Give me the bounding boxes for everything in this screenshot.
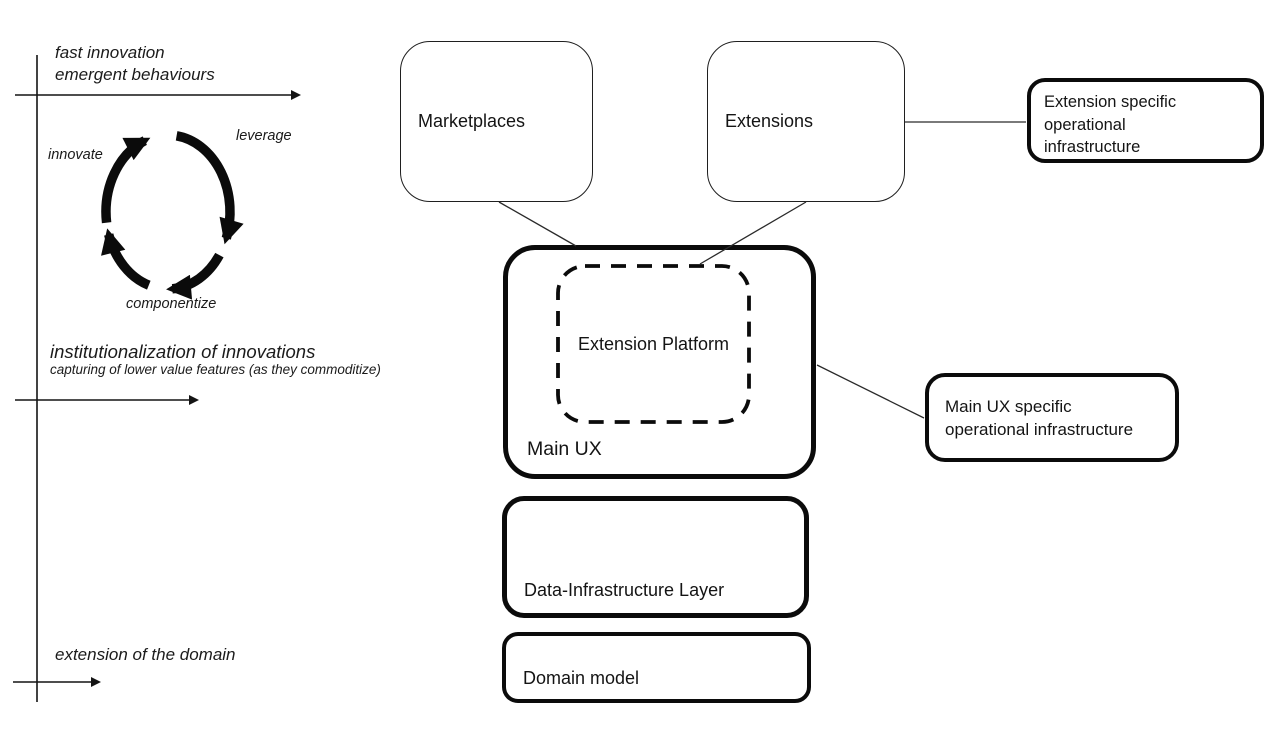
- marketplaces-box: Marketplaces: [400, 41, 593, 202]
- main-ux-label: Main UX: [527, 438, 602, 460]
- domain-model-box: Domain model: [502, 632, 811, 703]
- data-infrastructure-label: Data-Infrastructure Layer: [524, 580, 725, 600]
- institutionalization-title: institutionalization of innovations: [50, 341, 316, 362]
- axis-label-extension-of-domain: extension of the domain: [55, 645, 236, 664]
- domain-model-label: Domain model: [523, 668, 640, 688]
- extensions-box: Extensions: [707, 41, 905, 202]
- cycle-label-componentize: componentize: [126, 296, 217, 312]
- cycle-label-leverage: leverage: [236, 128, 292, 144]
- marketplaces-label: Marketplaces: [418, 111, 526, 131]
- connector-marketplaces-mainux: [498, 201, 577, 247]
- main-ux-ops-box: Main UX specific operational infrastruct…: [925, 373, 1179, 462]
- cycle-arc-bottom-right: [166, 252, 224, 300]
- main-ux-box: Main UX: [503, 245, 816, 479]
- cycle-arc-top-right: [175, 131, 244, 245]
- axis-label-fast-innovation: fast innovation emergent behaviours: [55, 43, 215, 84]
- extension-platform-box: Extension Platform: [556, 264, 751, 424]
- extension-platform-label: Extension Platform: [577, 333, 730, 354]
- data-infrastructure-box: Data-Infrastructure Layer: [502, 496, 809, 618]
- institutionalization-subtitle: capturing of lower value features (as th…: [50, 362, 381, 377]
- extensions-label: Extensions: [725, 111, 814, 131]
- extension-ops-box: Extension specific operational infrastru…: [1027, 78, 1264, 163]
- cycle-label-innovate: innovate: [48, 147, 103, 163]
- axis-label-institutionalization: institutionalization of innovations capt…: [50, 342, 381, 378]
- cycle-arc-bottom-left: [101, 228, 151, 290]
- cycle-arc-top-left: [101, 136, 151, 224]
- innovation-cycle-icon: [101, 131, 244, 300]
- connector-mainux-mainux-ops: [816, 364, 925, 419]
